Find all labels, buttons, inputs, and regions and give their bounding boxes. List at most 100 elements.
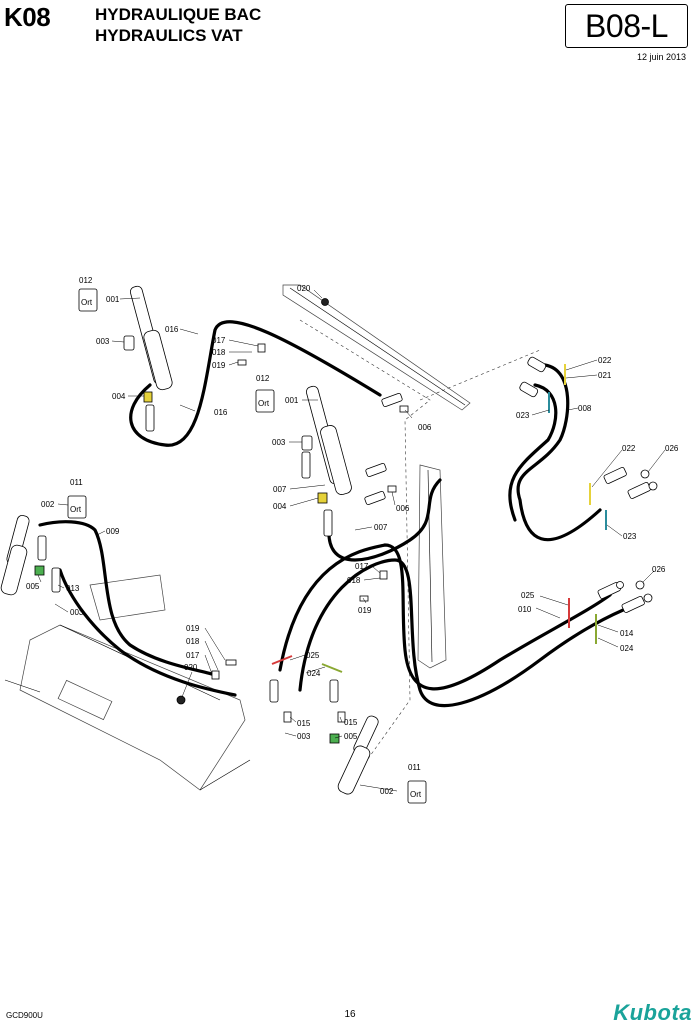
svg-text:Ort: Ort (70, 505, 82, 514)
fitting-008-elbow (519, 381, 539, 398)
screw-019 (359, 595, 369, 602)
callout-017: 017 (212, 336, 226, 345)
hose-009 (38, 520, 237, 697)
callout-016: 016 (214, 408, 228, 417)
cylinder-002-left (0, 515, 30, 596)
callout-012: 012 (256, 374, 270, 383)
callout-022: 022 (622, 444, 636, 453)
fitting-004-yellow (143, 391, 153, 403)
callout-025: 025 (306, 651, 320, 660)
fitting-007-end (301, 451, 311, 479)
callout-021: 021 (598, 371, 612, 380)
fitting-010-end (269, 679, 279, 703)
fitting-016-end (145, 404, 155, 432)
frame-bar (282, 284, 471, 411)
callout-017: 017 (186, 651, 200, 660)
callout-019: 019 (358, 606, 372, 615)
callout-001: 001 (106, 295, 120, 304)
title-french: HYDRAULIQUE BAC (95, 5, 262, 24)
callout-005: 005 (344, 732, 358, 741)
callout-018: 018 (186, 637, 200, 646)
tag-025 (271, 655, 293, 665)
fitting-009-end (51, 567, 61, 593)
reference-box: B08-L (565, 4, 688, 48)
revision-date: 12 juin 2013 (636, 52, 686, 62)
svg-text:Ort: Ort (81, 298, 93, 307)
tee-006 (399, 405, 409, 413)
tee-015 (283, 711, 292, 723)
fitting-010-end (329, 679, 339, 703)
seal-kit-bag-011: Ort (67, 495, 87, 519)
callout-009: 009 (106, 527, 120, 536)
cylinder-001-left (129, 285, 173, 391)
callout-011: 011 (70, 478, 83, 487)
seal-kit-bag-011: Ort (407, 780, 427, 804)
vat-body (4, 574, 251, 791)
hose-008 (508, 363, 602, 542)
callout-003: 003 (297, 732, 311, 741)
section-code: K08 (4, 2, 51, 32)
callout-003: 003 (96, 337, 110, 346)
callout-020: 020 (184, 663, 198, 672)
fitting-008-end (627, 481, 651, 499)
callout-026: 026 (665, 444, 679, 453)
screw-019 (237, 359, 247, 366)
callout-002: 002 (380, 787, 394, 796)
fitting-004-yellow (317, 492, 328, 504)
callout-024: 024 (620, 644, 634, 653)
document-code: GCD900U (6, 1011, 43, 1020)
callout-013: 013 (66, 584, 80, 593)
callout-015: 015 (344, 718, 358, 727)
tee-006 (387, 485, 397, 493)
fitting-014-end (621, 595, 645, 613)
clip-017 (211, 670, 220, 680)
exploded-parts-diagram: Ort Ort Ort Ort 012 001 016 003 004 016 … (0, 276, 679, 804)
hose-016 (129, 320, 382, 447)
nut-026 (648, 481, 658, 491)
callout-018: 018 (212, 348, 226, 357)
fitting-003 (123, 335, 135, 351)
callout-008: 008 (578, 404, 592, 413)
callout-011: 011 (408, 763, 421, 772)
callout-024: 024 (307, 669, 321, 678)
page-number: 16 (344, 1009, 356, 1020)
callout-025: 025 (521, 591, 535, 600)
fitting-008-elbow (527, 356, 547, 373)
callout-010: 010 (518, 605, 532, 614)
seal-kit-bag-012: Ort (78, 288, 98, 312)
callout-023: 023 (516, 411, 530, 420)
fitting-005-green (329, 733, 340, 744)
seal-kit-bag-012: Ort (255, 389, 275, 413)
callout-020: 020 (297, 284, 311, 293)
fitting-016-end (381, 392, 403, 408)
tag-024 (321, 663, 343, 673)
callout-018: 018 (347, 576, 361, 585)
clip-017 (379, 570, 388, 580)
callout-002: 002 (41, 500, 55, 509)
callout-016: 016 (165, 325, 179, 334)
callout-006: 006 (396, 504, 410, 513)
callout-007: 007 (374, 523, 388, 532)
title-english: HYDRAULICS VAT (95, 26, 243, 45)
cylinder-001-right (305, 385, 352, 495)
fitting-007-end (364, 490, 386, 506)
svg-text:Ort: Ort (258, 399, 270, 408)
hose-007 (327, 478, 442, 562)
callout-007: 007 (273, 485, 287, 494)
callout-026: 026 (652, 565, 666, 574)
vertical-upright (417, 464, 447, 669)
callout-014: 014 (620, 629, 634, 638)
nut-026 (635, 580, 645, 590)
callout-001: 001 (285, 396, 299, 405)
nut-026 (616, 581, 624, 589)
nut-026 (640, 469, 650, 479)
callout-005: 005 (26, 582, 40, 591)
bolt-020 (176, 695, 186, 705)
fitting-007-end (323, 509, 333, 537)
callout-003: 003 (272, 438, 286, 447)
kubota-logo: Kubota (613, 1000, 692, 1025)
callout-003: 003 (70, 608, 84, 617)
clip-017 (257, 343, 266, 353)
callout-023: 023 (623, 532, 637, 541)
fitting-007-end (365, 462, 387, 478)
